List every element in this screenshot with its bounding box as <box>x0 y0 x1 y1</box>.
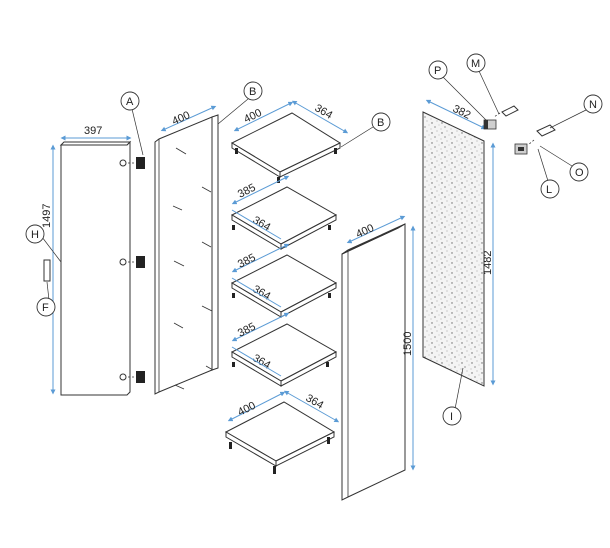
callout-m-label: M <box>471 58 480 70</box>
door-panel <box>43 140 145 396</box>
callout-h <box>25 224 45 244</box>
hinge-bracket-icon <box>514 124 556 155</box>
dim-shelf1-width: 385 <box>236 182 258 201</box>
shelf-pin-markers <box>172 147 214 390</box>
left-side-panel <box>154 114 219 395</box>
callout-p <box>428 60 448 80</box>
hinge-mount-plate-icon <box>483 105 519 130</box>
dim-side2-height: 1500 <box>402 332 414 356</box>
dim-side-depth: 400 <box>170 109 192 127</box>
callout-f-label: F <box>42 302 49 314</box>
callout-b1-label: B <box>249 86 256 98</box>
callout-a-label: A <box>126 96 134 108</box>
shelf-3 <box>230 323 338 387</box>
callout-b2 <box>371 112 391 132</box>
right-side-panel <box>341 223 406 501</box>
callout-f <box>36 297 56 317</box>
dim-shelf2-width: 385 <box>236 252 258 271</box>
callout-i-label: I <box>450 411 453 423</box>
callout-o <box>569 162 589 182</box>
callout-b2-label: B <box>377 117 384 129</box>
back-panel <box>422 111 485 387</box>
dim-shelf-bottom-depth: 364 <box>304 392 326 412</box>
dim-shelf3-width: 385 <box>236 321 258 340</box>
callout-m <box>466 53 486 73</box>
callout-i <box>442 406 462 426</box>
callout-a <box>120 91 140 111</box>
dim-door-width: 397 <box>84 125 102 137</box>
dim-shelf-bottom-width: 400 <box>236 400 258 419</box>
shelf-2 <box>230 254 338 318</box>
callout-o-label: O <box>575 167 584 179</box>
dim-shelf-top-depth: 364 <box>313 102 335 122</box>
callout-n-label: N <box>589 99 597 111</box>
callout-p-label: P <box>434 65 441 77</box>
callout-l <box>540 179 560 199</box>
dim-door-height: 1497 <box>41 204 53 228</box>
callout-l-label: L <box>546 184 552 196</box>
callout-b1 <box>243 81 263 101</box>
dim-side2-depth: 400 <box>354 222 376 241</box>
dim-shelf-top-width: 400 <box>242 107 264 126</box>
callout-h-label: H <box>31 229 39 241</box>
shelf-1 <box>230 186 338 250</box>
dim-back-width: 382 <box>451 103 473 122</box>
callout-n <box>583 94 603 114</box>
dim-back-height: 1482 <box>482 251 494 275</box>
door-handle <box>43 259 51 282</box>
hinge-icon <box>119 157 145 383</box>
